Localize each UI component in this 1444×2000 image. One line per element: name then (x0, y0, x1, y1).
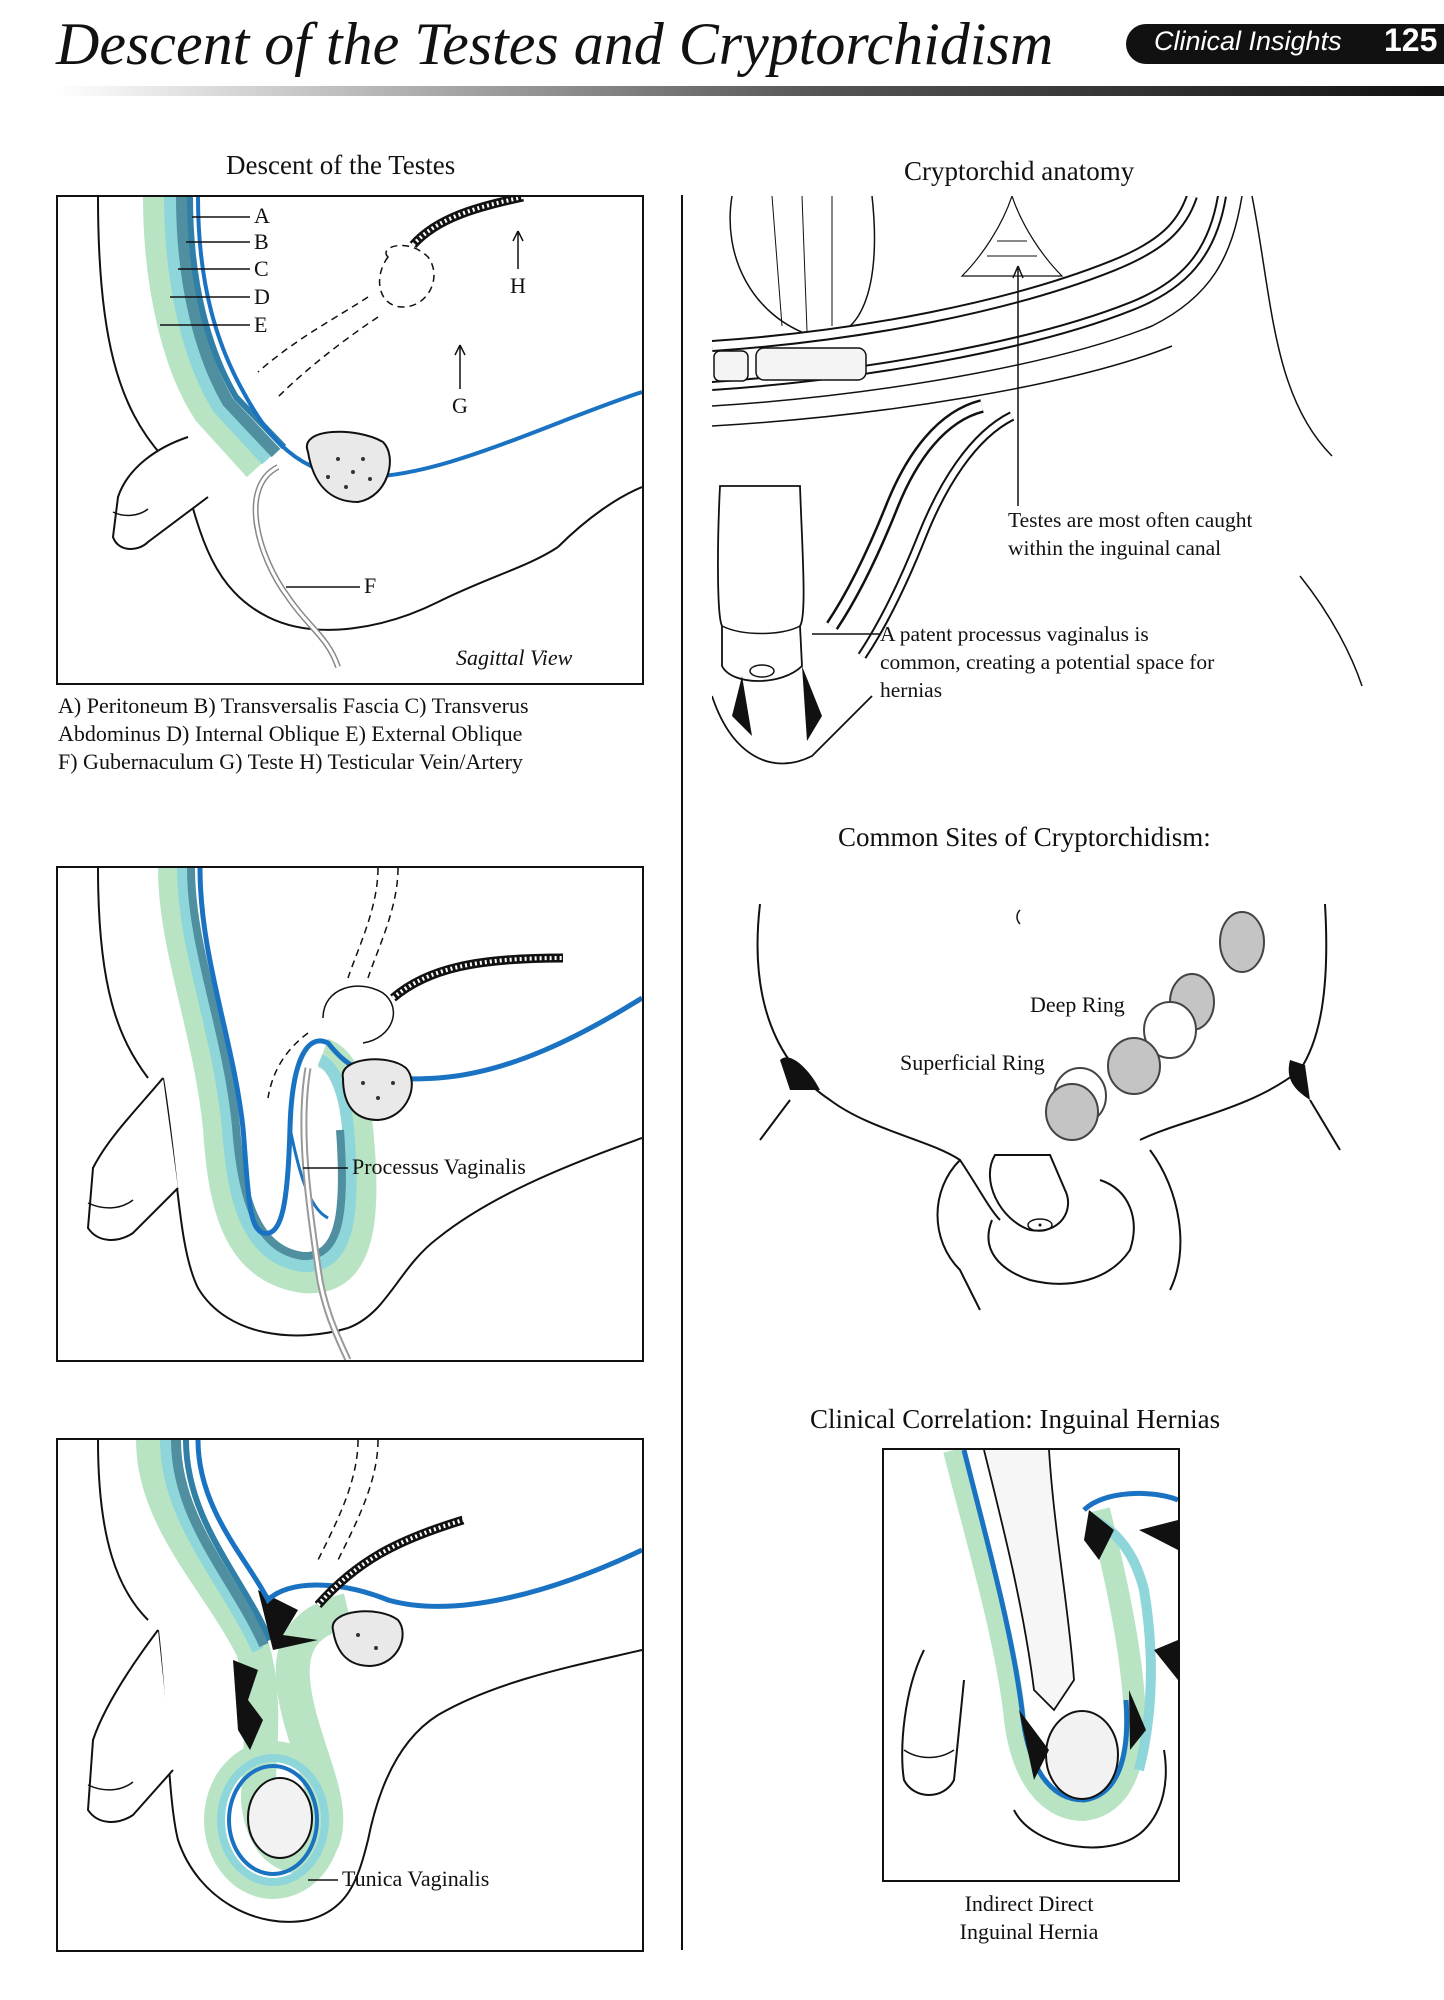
tunica-vaginalis-illustration (86, 1440, 642, 1923)
layer-label-e: E (254, 312, 268, 337)
layer-label-d: D (254, 284, 270, 309)
page-title: Descent of the Testes and Cryptorchidism (56, 11, 1054, 77)
inguinal-hernia-illustration (901, 1450, 1178, 1849)
sagittal-view-panel: A B C D E F G H Sagittal View (56, 195, 644, 685)
cryptorchid-anatomy-illustration (712, 196, 1363, 765)
patent-processus-note: A patent processus vaginalus is common, … (880, 620, 1214, 704)
descent-heading: Descent of the Testes (226, 150, 456, 180)
page-number: 125 (1384, 22, 1438, 58)
inguinal-hernia-panel (882, 1448, 1180, 1882)
common-sites-figure: Deep Ring Superficial Ring (730, 890, 1350, 1330)
hernia-caption-line: Indirect Direct (964, 1891, 1094, 1916)
superficial-ring-label: Superficial Ring (900, 1050, 1045, 1075)
layer-label-f: F (364, 573, 377, 598)
processus-vaginalis-panel: Processus Vaginalis (56, 866, 644, 1362)
sagittal-view-illustration (97, 197, 642, 669)
column-divider (681, 195, 683, 1950)
section-label: Clinical Insights (1154, 26, 1342, 56)
legend-line: F) Gubernaculum G) Teste H) Testicular V… (58, 749, 523, 774)
hernia-heading: Clinical Correlation: Inguinal Hernias (810, 1404, 1221, 1434)
layer-legend: A) Peritoneum B) Transversalis Fascia C)… (58, 692, 529, 776)
title-rule (56, 86, 1444, 96)
patent-note-line: A patent processus vaginalus is (880, 622, 1149, 646)
processus-vaginalis-label: Processus Vaginalis (352, 1154, 526, 1179)
hernia-caption: Indirect Direct Inguinal Hernia (882, 1890, 1176, 1946)
canal-note: Testes are most often caught within the … (1008, 506, 1252, 562)
hernia-caption-line: Inguinal Hernia (959, 1919, 1099, 1944)
patent-note-line: hernias (880, 678, 943, 702)
processus-vaginalis-illustration (86, 868, 642, 1360)
common-sites-illustration (756, 903, 1341, 1311)
sagittal-view-label: Sagittal View (456, 645, 573, 670)
tunica-vaginalis-panel: Tunica Vaginalis (56, 1438, 644, 1952)
cryptorchid-heading: Cryptorchid anatomy (904, 156, 1135, 186)
section-badge (1126, 24, 1444, 64)
layer-label-c: C (254, 256, 269, 281)
canal-note-line: Testes are most often caught (1008, 508, 1253, 532)
legend-line: A) Peritoneum B) Transversalis Fascia C)… (58, 693, 529, 718)
common-sites-heading: Common Sites of Cryptorchidism: (838, 822, 1211, 852)
layer-label-b: B (254, 229, 269, 254)
layer-label-g: G (452, 393, 468, 418)
patent-note-line: common, creating a potential space for (880, 650, 1215, 674)
cryptorchid-anatomy-figure: Testes are most often caught within the … (712, 196, 1372, 776)
layer-label-h: H (510, 273, 526, 298)
legend-line: Abdominus D) Internal Oblique E) Externa… (58, 721, 523, 746)
layer-label-a: A (254, 203, 270, 228)
tunica-vaginalis-label: Tunica Vaginalis (342, 1866, 490, 1891)
canal-note-line: within the inguinal canal (1008, 536, 1222, 560)
deep-ring-label: Deep Ring (1030, 992, 1125, 1017)
